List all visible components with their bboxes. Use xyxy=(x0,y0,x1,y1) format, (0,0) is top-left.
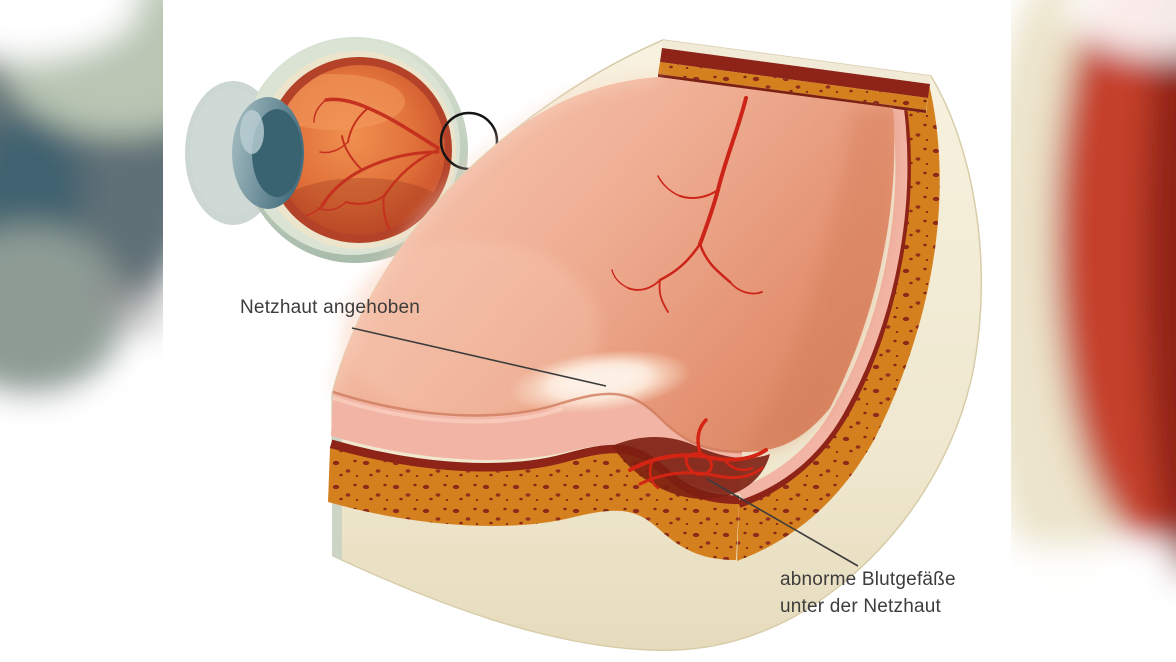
lens-core xyxy=(252,109,302,197)
surface-right-shading xyxy=(742,108,895,452)
label-retina-elevated: Netzhaut angehoben xyxy=(240,297,420,318)
top-cut-thin-line xyxy=(658,74,926,113)
surface-vessel-twig-5 xyxy=(611,269,629,289)
annotations: Netzhaut angehoben abnorme Blutgefäße un… xyxy=(240,297,956,617)
surface-vessel-twig-4 xyxy=(657,175,681,197)
blurred-right-margin xyxy=(980,0,1176,662)
surface-vessel-branch-2 xyxy=(698,242,732,284)
abnormal-vessel-climbing xyxy=(696,418,708,454)
retina-bump xyxy=(508,350,692,414)
surface-vessel-twig-1 xyxy=(627,279,661,291)
surface-vessel-twig-3 xyxy=(729,281,763,295)
abnormal-vessels xyxy=(628,418,768,490)
blur-white-bottomright xyxy=(1000,545,1176,662)
top-cut-darkred-stripe xyxy=(660,48,930,98)
abnormal-vessel-knot xyxy=(684,452,713,476)
surface-vessel-tree xyxy=(611,96,763,313)
blur-blob-darkred-edge xyxy=(1145,0,1176,572)
blur-text-smudge-1 xyxy=(86,286,166,301)
vessel-main-mid xyxy=(382,148,440,198)
label-abnormal-vessels-line1: abnorme Blutgefäße xyxy=(780,569,956,590)
blur-white-topleft xyxy=(0,0,140,60)
abnormal-vessel-4 xyxy=(724,460,754,472)
vessel-twig-3 xyxy=(319,141,349,154)
blur-blob-grey xyxy=(0,225,125,395)
vessel-branch-2 xyxy=(341,135,363,171)
surface-vessel-branch-3 xyxy=(679,189,719,199)
retinal-vessels xyxy=(293,97,440,235)
vessel-twig-5 xyxy=(317,201,347,211)
surface-vessel-twig-2 xyxy=(658,279,669,313)
blur-white-bottomleft xyxy=(0,400,180,662)
choroid-right-speckles xyxy=(737,84,940,561)
blur-blob-red-arc xyxy=(1055,0,1176,540)
abnormal-vessel-3 xyxy=(648,460,660,490)
leader-line-abnormal-vessels xyxy=(706,478,859,567)
bump-core-highlight xyxy=(546,363,650,397)
top-cut-orange-speckles xyxy=(658,62,928,110)
blur-text-smudge-2 xyxy=(104,314,164,327)
eye-overview-inset xyxy=(185,37,499,263)
retina-fold-edge xyxy=(332,390,743,454)
vessel-branch-1 xyxy=(347,107,369,143)
surface-vessel-branch-1 xyxy=(658,242,702,282)
vessel-twig-1 xyxy=(313,99,327,123)
leader-line-retina-elevated xyxy=(351,327,607,387)
retina-front-band-highlight xyxy=(332,396,563,424)
subretinal-pocket xyxy=(612,418,770,499)
vessel-branch-3 xyxy=(345,195,385,205)
retina-right-sliver xyxy=(737,108,908,500)
label-abnormal-vessels-line2: unter der Netzhaut xyxy=(780,596,941,617)
blur-white-topright xyxy=(1065,0,1176,56)
blur-blob-lens xyxy=(0,115,83,255)
pocket-shadow xyxy=(612,437,770,499)
abnormal-vessel-2 xyxy=(638,466,764,486)
choroid-front-speckles xyxy=(328,448,739,560)
lens-highlight xyxy=(240,110,264,154)
abnormal-vessel-1 xyxy=(628,448,768,472)
retina-cross-section-wedge xyxy=(328,39,983,652)
